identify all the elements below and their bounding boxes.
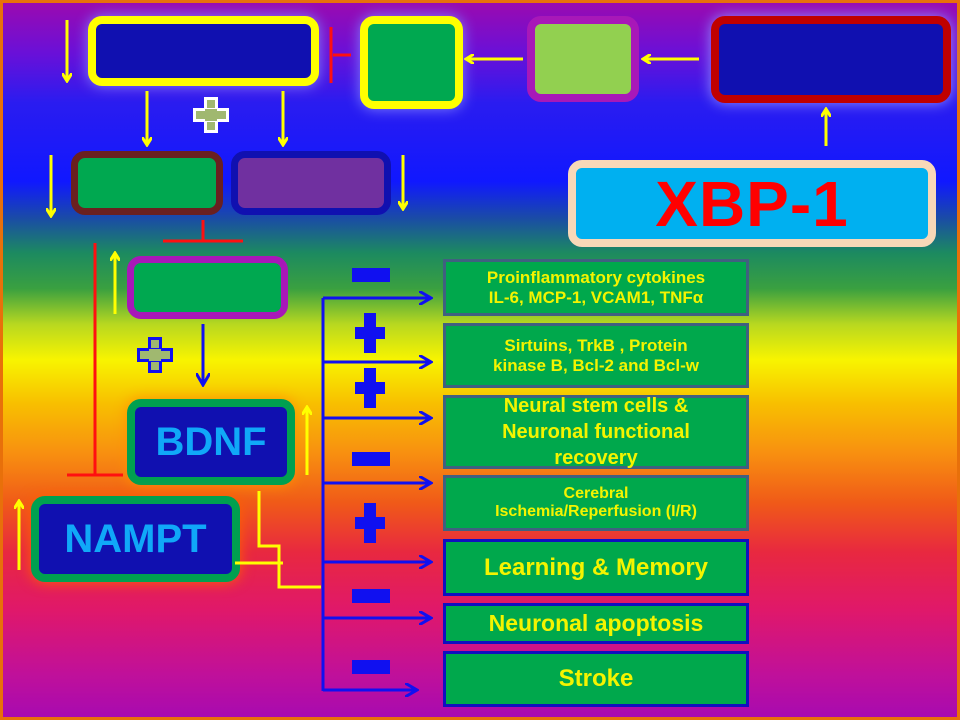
node-top-green	[360, 16, 463, 109]
effect-text: Learning & Memory	[483, 553, 709, 581]
effect-text: Proinflammatory cytokines	[486, 267, 706, 287]
node-xbp1: XBP-1	[568, 160, 936, 247]
yellow-connector	[257, 491, 321, 589]
plus-icon	[355, 313, 385, 353]
node-bdnf: BDNF	[127, 399, 295, 485]
effect-text: kinase B, Bcl-2 and Bcl-w	[493, 355, 699, 375]
bdnf-label: BDNF	[155, 419, 267, 464]
xbp1-label: XBP-1	[655, 167, 849, 240]
minus-icon	[352, 452, 390, 466]
node-top-left-blue	[88, 16, 319, 86]
effect-proinflammatory: Proinflammatory cytokines IL-6, MCP-1, V…	[443, 259, 749, 316]
effect-text: Neuronal apoptosis	[488, 610, 704, 637]
node-mid-purple	[231, 151, 391, 215]
effect-text: Ischemia/Reperfusion (I/R)	[495, 503, 697, 520]
plus-icon	[355, 368, 385, 408]
effect-apoptosis: Neuronal apoptosis	[443, 603, 749, 644]
effect-learning: Learning & Memory	[443, 539, 749, 596]
effect-text: Sirtuins, TrkB , Protein	[504, 335, 688, 355]
effect-text: Stroke	[558, 665, 634, 693]
effect-stroke: Stroke	[443, 651, 749, 707]
node-nampt: NAMPT	[31, 496, 240, 582]
effect-sirtuins: Sirtuins, TrkB , Protein kinase B, Bcl-2…	[443, 323, 749, 388]
node-top-right-blue	[711, 16, 951, 103]
minus-icon	[352, 589, 390, 603]
plus-icon-mid	[135, 335, 175, 375]
effect-text: recovery	[554, 447, 638, 469]
node-lower-green	[127, 256, 288, 319]
effect-cerebral-ir: Cerebral Ischemia/Reperfusion (I/R)	[443, 475, 749, 531]
minus-icon	[352, 268, 390, 282]
minus-icon	[352, 660, 390, 674]
plus-icon-top	[191, 95, 231, 135]
connector-layer	[3, 20, 960, 723]
node-top-lightgreen	[527, 16, 639, 102]
effect-neural-stem: Neural stem cells & Neuronal functional …	[443, 395, 749, 469]
effect-text: Neuronal functional	[502, 421, 690, 443]
nampt-label: NAMPT	[64, 516, 207, 561]
effect-text: Cerebral	[563, 484, 629, 502]
node-mid-green	[71, 151, 223, 215]
plus-icon	[355, 503, 385, 543]
effect-text: Neural stem cells &	[503, 395, 689, 417]
effect-text: IL-6, MCP-1, VCAM1, TNFα	[488, 287, 704, 307]
